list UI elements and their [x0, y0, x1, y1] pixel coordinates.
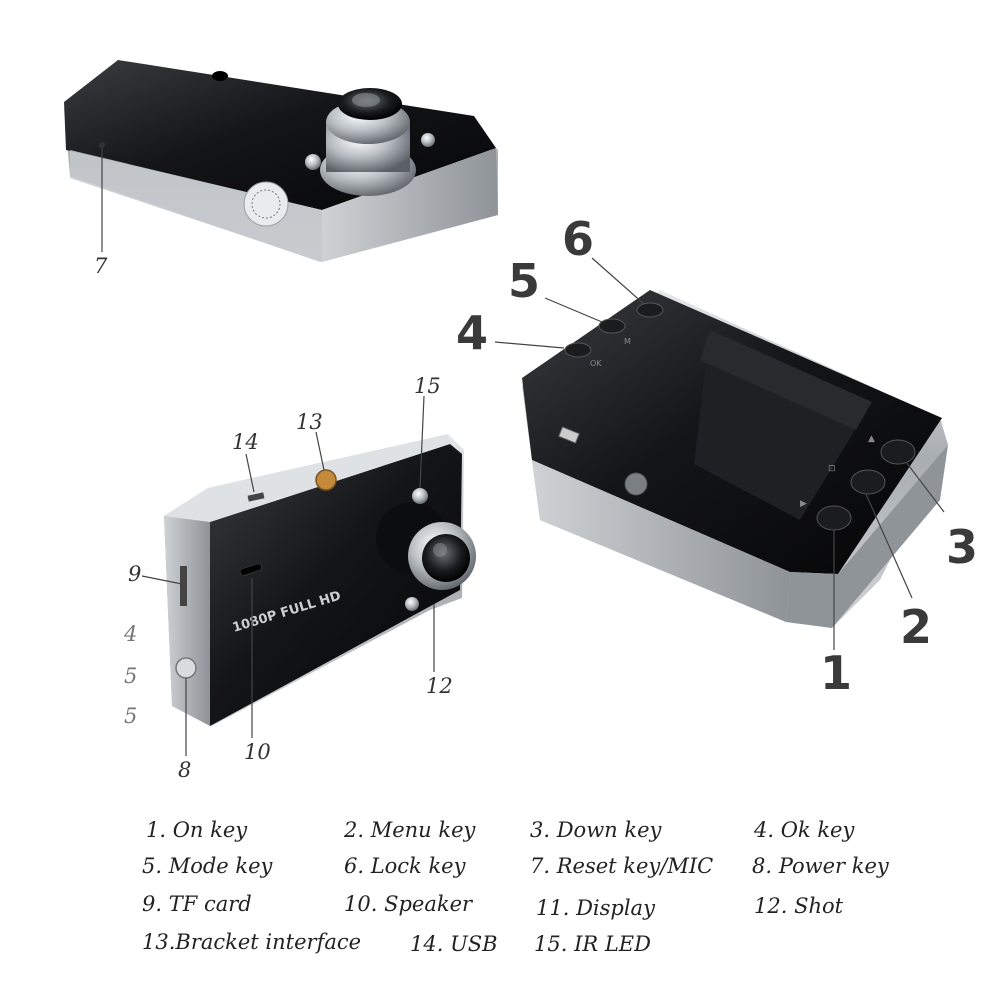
callout-8: 8	[178, 758, 192, 782]
legend-item: 13.Bracket interface	[142, 930, 362, 954]
legend-item: 9. TF card	[142, 892, 252, 916]
device-back-view: ▲ ⊡ ▶ OK M	[494, 257, 948, 650]
legend-item: 10. Speaker	[344, 892, 473, 916]
callout-3: 3	[946, 520, 979, 574]
cropped-digit: 5	[124, 664, 138, 688]
callout-6: 6	[562, 212, 595, 266]
callout-12: 12	[426, 674, 453, 698]
legend-item: 5. Mode key	[142, 854, 273, 878]
legend-item: 3. Down key	[530, 818, 662, 842]
legend-item: 8. Power key	[752, 854, 889, 878]
callout-4: 4	[456, 306, 489, 360]
legend-item: 2. Menu key	[344, 818, 476, 842]
callout-1: 1	[820, 646, 853, 700]
callout-13: 13	[296, 410, 323, 434]
cropped-digit: 4	[124, 622, 138, 646]
legend-item: 12. Shot	[754, 894, 844, 918]
callout-5: 5	[508, 254, 541, 308]
legend-item: 11. Display	[536, 896, 655, 920]
callout-14: 14	[232, 430, 259, 454]
svg-text:▶: ▶	[800, 499, 807, 509]
device-front-view: 1080P FULL HD	[141, 395, 476, 756]
legend-item: 1. On key	[146, 818, 248, 842]
svg-text:⊡: ⊡	[828, 464, 836, 474]
svg-text:OK: OK	[590, 359, 602, 368]
svg-text:▲: ▲	[868, 434, 875, 444]
cropped-digit: 5	[124, 704, 138, 728]
callout-15: 15	[414, 374, 441, 398]
callout-2: 2	[900, 600, 933, 654]
legend-item: 15. IR LED	[534, 932, 651, 956]
legend-item: 4. Ok key	[754, 818, 855, 842]
callout-9: 9	[128, 562, 142, 586]
device-top-view	[64, 60, 498, 262]
callout-10: 10	[244, 740, 271, 764]
callout-7: 7	[94, 254, 108, 278]
svg-text:M: M	[624, 337, 631, 346]
legend-item: 14. USB	[410, 932, 498, 956]
legend-item: 6. Lock key	[344, 854, 466, 878]
legend-item: 7. Reset key/MIC	[530, 854, 714, 878]
